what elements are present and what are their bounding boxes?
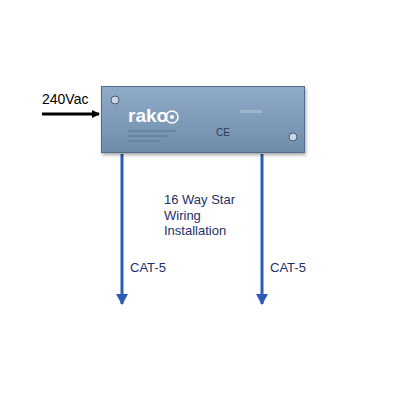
fine-print bbox=[128, 136, 168, 137]
ce-mark: CE bbox=[216, 127, 230, 138]
fine-print bbox=[128, 131, 176, 132]
fine-print bbox=[240, 110, 262, 113]
screw bbox=[289, 133, 297, 141]
controller-box: rakoCE bbox=[101, 86, 305, 153]
logo-dot bbox=[170, 115, 174, 119]
screw bbox=[111, 96, 119, 104]
cable-label: CAT-5 bbox=[130, 260, 166, 276]
power-arrow bbox=[42, 113, 99, 116]
brand-logo: rako bbox=[128, 106, 168, 127]
cable-label: CAT-5 bbox=[270, 260, 306, 276]
supply-label: 240Vac bbox=[42, 91, 88, 108]
wiring-note: 16 Way Star Wiring Installation bbox=[164, 192, 244, 239]
cable-arrow bbox=[121, 154, 124, 304]
fine-print bbox=[128, 141, 160, 142]
cable-arrow bbox=[261, 154, 264, 304]
